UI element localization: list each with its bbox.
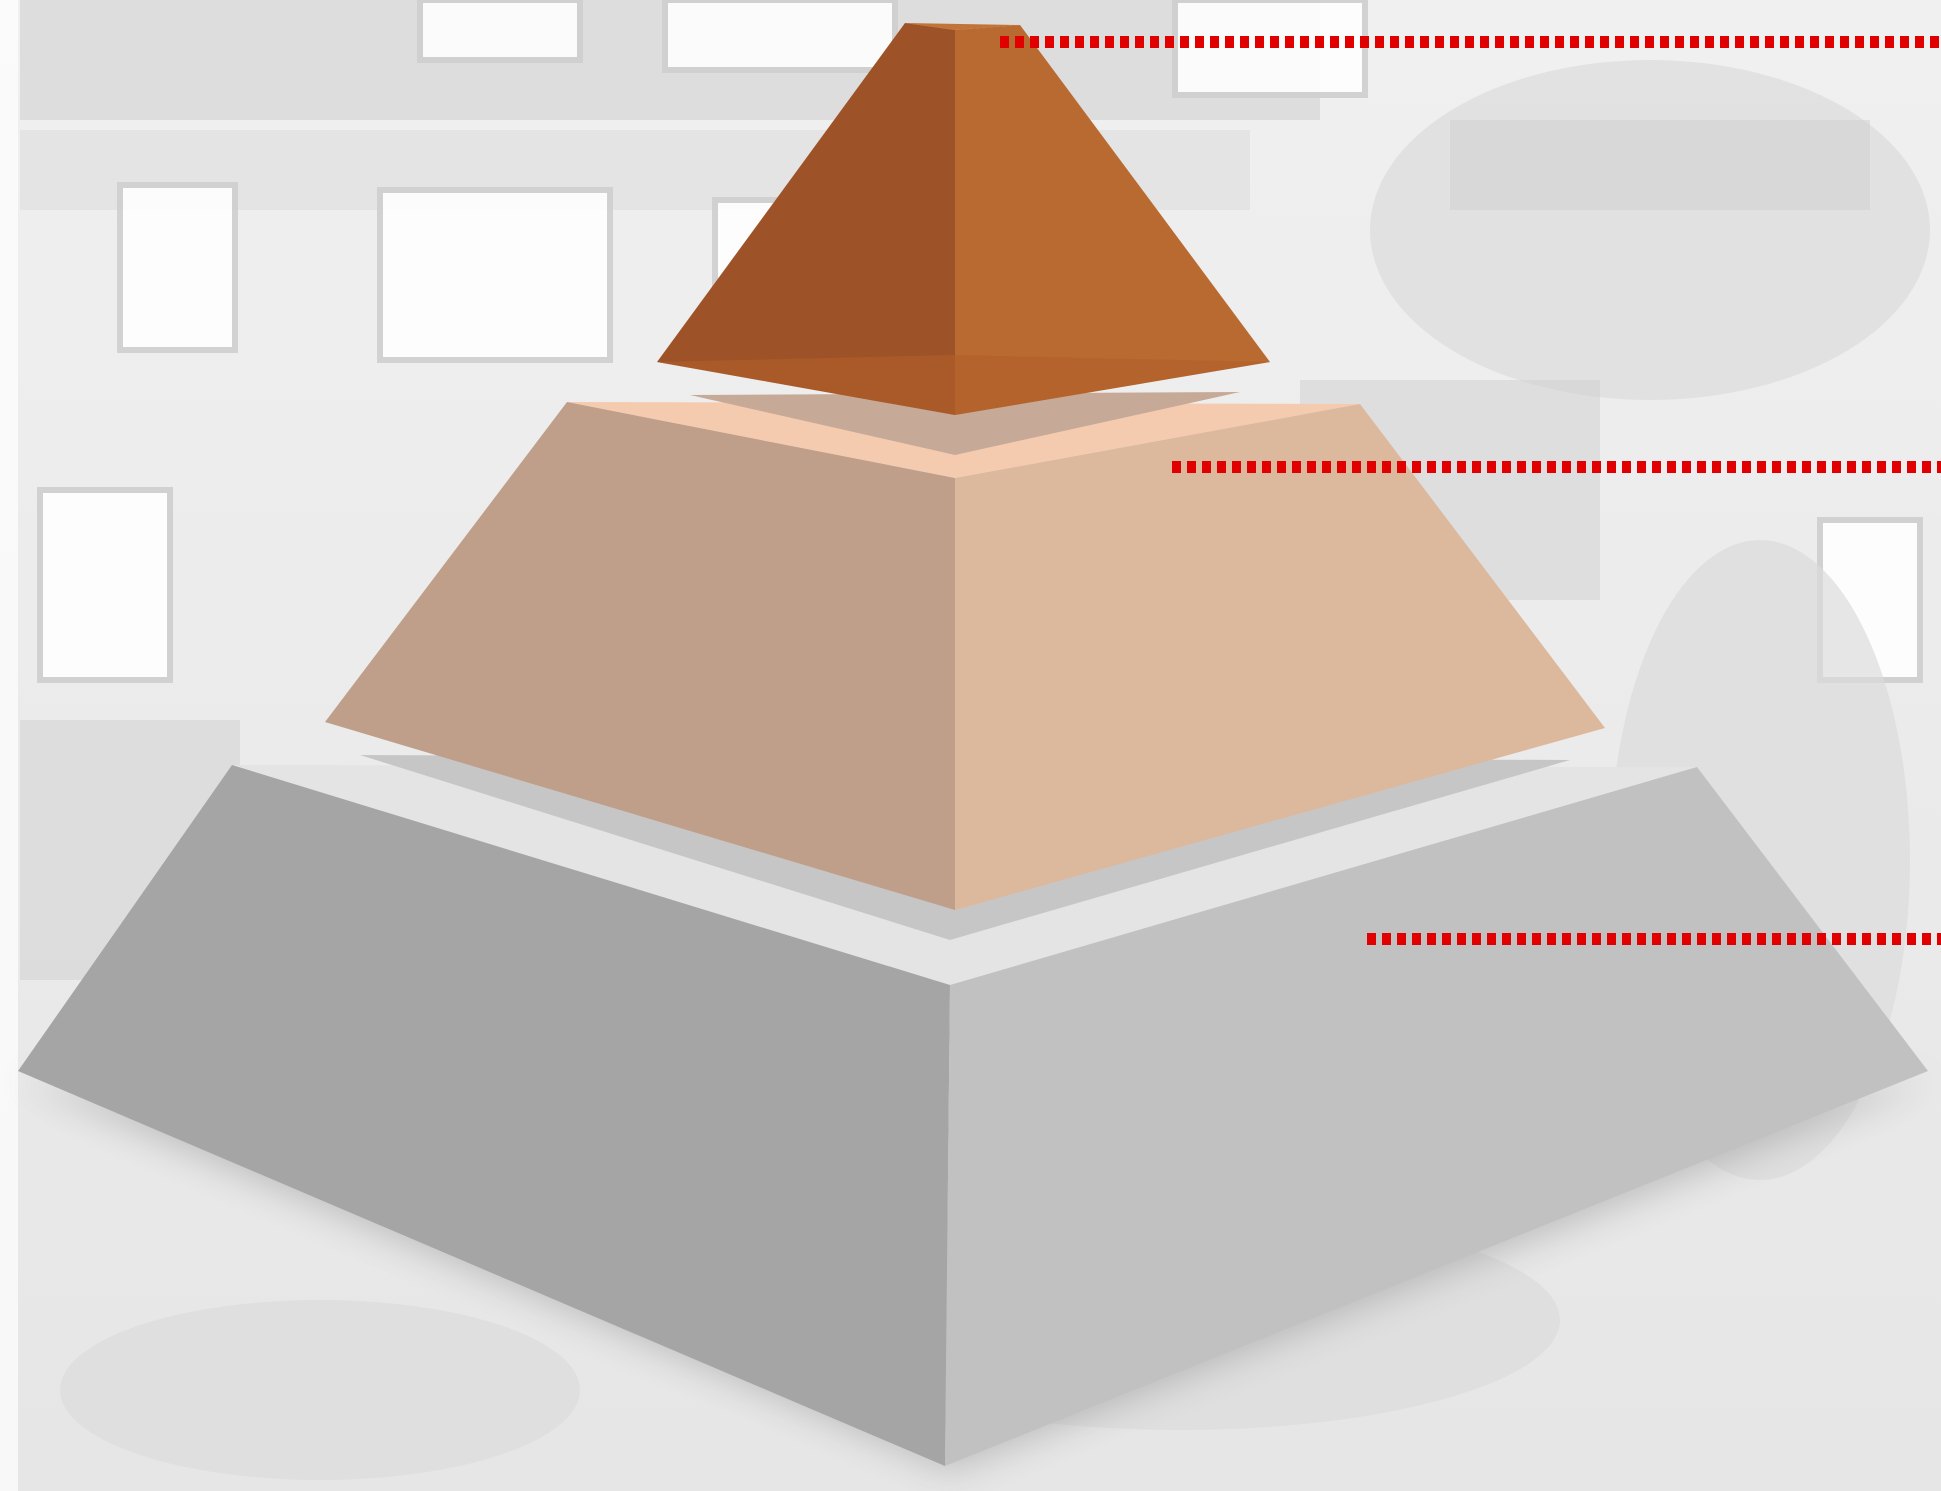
pyramid-diagram: [0, 0, 1941, 1491]
pyramid-svg: [0, 0, 1941, 1491]
